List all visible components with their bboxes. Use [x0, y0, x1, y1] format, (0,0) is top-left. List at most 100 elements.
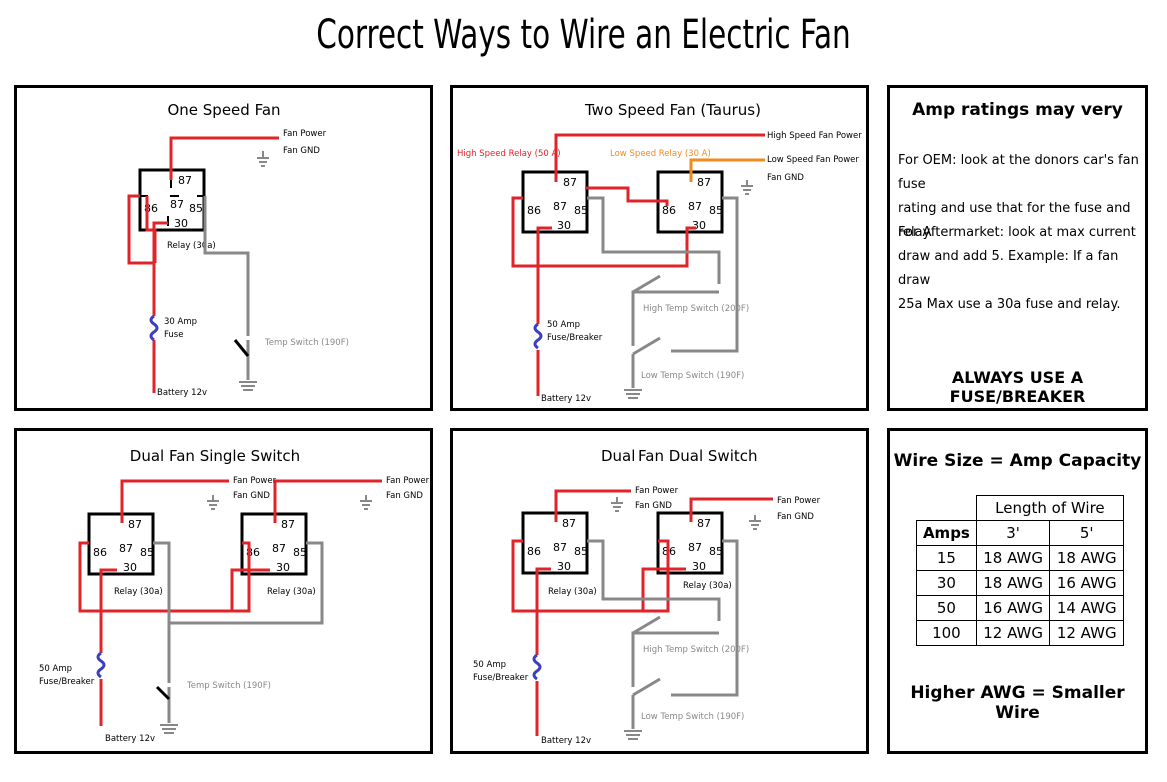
fan-gnd-label: Fan GND: [283, 146, 320, 156]
two-speed-fan-diagram: Two Speed Fan (Taurus) 87 87 86 85 30 87…: [457, 101, 862, 404]
fan-gnd-label: Fan GND: [767, 173, 804, 183]
low-temp-switch-label: Low Temp Switch (190F): [641, 712, 744, 722]
pin-87a: 87: [553, 200, 567, 213]
relay-label-2: Relay (30a): [267, 587, 316, 597]
fan-gnd-label-1: Fan GND: [233, 491, 270, 501]
length-of-wire-header: Length of Wire: [975, 495, 1125, 521]
high-temp-switch-label: High Temp Switch (200F): [643, 304, 749, 314]
pin-86: 86: [527, 204, 541, 217]
relay-label: Relay (30a): [167, 241, 216, 251]
pin-85: 85: [574, 545, 588, 558]
fuse-label-line2: Fuse: [164, 330, 183, 340]
pin-85: 85: [293, 546, 307, 559]
pin-87a: 87: [688, 200, 702, 213]
one-speed-fan-diagram: One Speed Fan 87 87 86 85 30 Relay (30a)…: [127, 101, 349, 398]
amps-header: Amps: [916, 520, 977, 546]
pin-86: 86: [527, 545, 541, 558]
wire-size-table: Length of Wire Amps 3' 5' 15 18 AWG 18 A…: [916, 495, 1125, 646]
awg-3ft-cell: 12 AWG: [975, 620, 1051, 646]
high-relay-label: High Speed Relay (50 A): [457, 149, 561, 159]
pin-30: 30: [557, 560, 571, 573]
amp-ratings-heading: Amp ratings may very: [912, 100, 1123, 120]
pin-87a: 87: [688, 541, 702, 554]
pin-87: 87: [563, 176, 577, 189]
pin-85: 85: [574, 204, 588, 217]
amps-cell: 15: [916, 545, 977, 571]
amps-cell: 100: [916, 620, 977, 646]
panel-title: One Speed Fan: [167, 101, 280, 119]
fan-power-label-2: Fan Power: [386, 476, 430, 486]
fuse-label-line2: Fuse/Breaker: [547, 333, 603, 343]
fan-gnd-label-1: Fan GND: [635, 501, 672, 511]
awg-5ft-cell: 18 AWG: [1049, 545, 1124, 571]
fan-power-label-1: Fan Power: [233, 476, 277, 486]
fuse-symbol: [532, 653, 542, 681]
aftermarket-text: For Aftermarket: look at max current dra…: [898, 221, 1145, 317]
panel-title: Two Speed Fan (Taurus): [584, 101, 761, 119]
relay-label-1: Relay (30a): [114, 587, 163, 597]
pin-30: 30: [123, 561, 137, 574]
fuse-label-line1: 50 Amp: [473, 660, 506, 670]
wire-size-panel: Wire Size = Amp Capacity Length of Wire …: [887, 428, 1148, 754]
pin-87a: 87: [272, 542, 286, 555]
fuse-symbol: [533, 322, 543, 350]
pin-87a: 87: [170, 198, 184, 211]
fuse-label-line2: Fuse/Breaker: [39, 677, 95, 687]
one-speed-fan-panel: One Speed Fan 87 87 86 85 30 Relay (30a)…: [14, 85, 433, 411]
pin-87: 87: [128, 518, 142, 531]
high-temp-switch-label: High Temp Switch (200F): [643, 645, 749, 655]
oem-line-1: For OEM: look at the donors car's fan fu…: [898, 153, 1139, 192]
pin-87: 87: [562, 517, 576, 530]
pin-87a: 87: [119, 542, 133, 555]
fan-gnd-label-2: Fan GND: [777, 512, 814, 522]
fuse-symbol: [149, 314, 159, 342]
fuse-label-line1: 30 Amp: [164, 317, 197, 327]
table-row: 50 16 AWG 14 AWG: [916, 595, 1124, 621]
amp-ratings-panel: Amp ratings may very For OEM: look at th…: [887, 85, 1148, 411]
pin-86: 86: [93, 546, 107, 559]
dual-fan-dual-switch-diagram: Dual Fan Dual Switch 87 87 86 85 30 87 8…: [473, 447, 821, 746]
fan-power-label-1: Fan Power: [635, 486, 679, 496]
fuse-label-line1: 50 Amp: [547, 320, 580, 330]
fuse-label-line1: 50 Amp: [39, 664, 72, 674]
fuse-symbol: [96, 651, 106, 679]
pin-86: 86: [662, 204, 676, 217]
low-temp-switch-label: Low Temp Switch (190F): [641, 371, 744, 381]
low-relay-label: Low Speed Relay (30 A): [610, 149, 711, 159]
awg-3ft-cell: 18 AWG: [975, 545, 1051, 571]
table-row: 100 12 AWG 12 AWG: [916, 620, 1124, 646]
pin-30: 30: [557, 219, 571, 232]
col-3ft-header: 3': [975, 520, 1051, 546]
panel-title: Dual Fan Single Switch: [130, 447, 300, 465]
amps-cell: 30: [916, 570, 977, 596]
table-row: 15 18 AWG 18 AWG: [916, 545, 1124, 571]
pin-30: 30: [174, 217, 188, 230]
table-row: 30 18 AWG 16 AWG: [916, 570, 1124, 596]
pin-85: 85: [709, 545, 723, 558]
pin-85: 85: [709, 204, 723, 217]
pin-87: 87: [281, 518, 295, 531]
battery-label: Battery 12v: [157, 388, 207, 398]
fuse-label-line2: Fuse/Breaker: [473, 673, 529, 683]
battery-label: Battery 12v: [105, 734, 155, 744]
col-5ft-header: 5': [1049, 520, 1124, 546]
pin-87: 87: [178, 174, 192, 187]
temp-switch-label: Temp Switch (190F): [186, 681, 271, 691]
pin-85: 85: [189, 202, 203, 215]
panel-title-prefix: Dual: [601, 447, 635, 465]
pin-30: 30: [692, 219, 706, 232]
dual-fan-single-switch-diagram: Dual Fan Single Switch 87 87 86 85 30 87…: [39, 447, 430, 744]
awg-3ft-cell: 18 AWG: [975, 570, 1051, 596]
panel-title: Fan Dual Switch: [638, 447, 758, 465]
fuse-warning: ALWAYS USE A FUSE/BREAKER: [949, 368, 1086, 406]
low-speed-wire: [689, 158, 765, 182]
table-header-row: Amps 3' 5': [916, 520, 1124, 546]
wire-size-footer: Higher AWG = Smaller Wire: [910, 683, 1125, 723]
low-speed-power-label: Low Speed Fan Power: [767, 155, 859, 165]
awg-3ft-cell: 16 AWG: [975, 595, 1051, 621]
two-speed-fan-panel: Two Speed Fan (Taurus) 87 87 86 85 30 87…: [450, 85, 869, 411]
dual-fan-dual-switch-panel: Dual Fan Dual Switch 87 87 86 85 30 87 8…: [450, 428, 869, 754]
wire-size-heading: Wire Size = Amp Capacity: [893, 451, 1142, 471]
oem-text: For OEM: look at the donors car's fan fu…: [898, 149, 1145, 245]
awg-5ft-cell: 12 AWG: [1049, 620, 1124, 646]
